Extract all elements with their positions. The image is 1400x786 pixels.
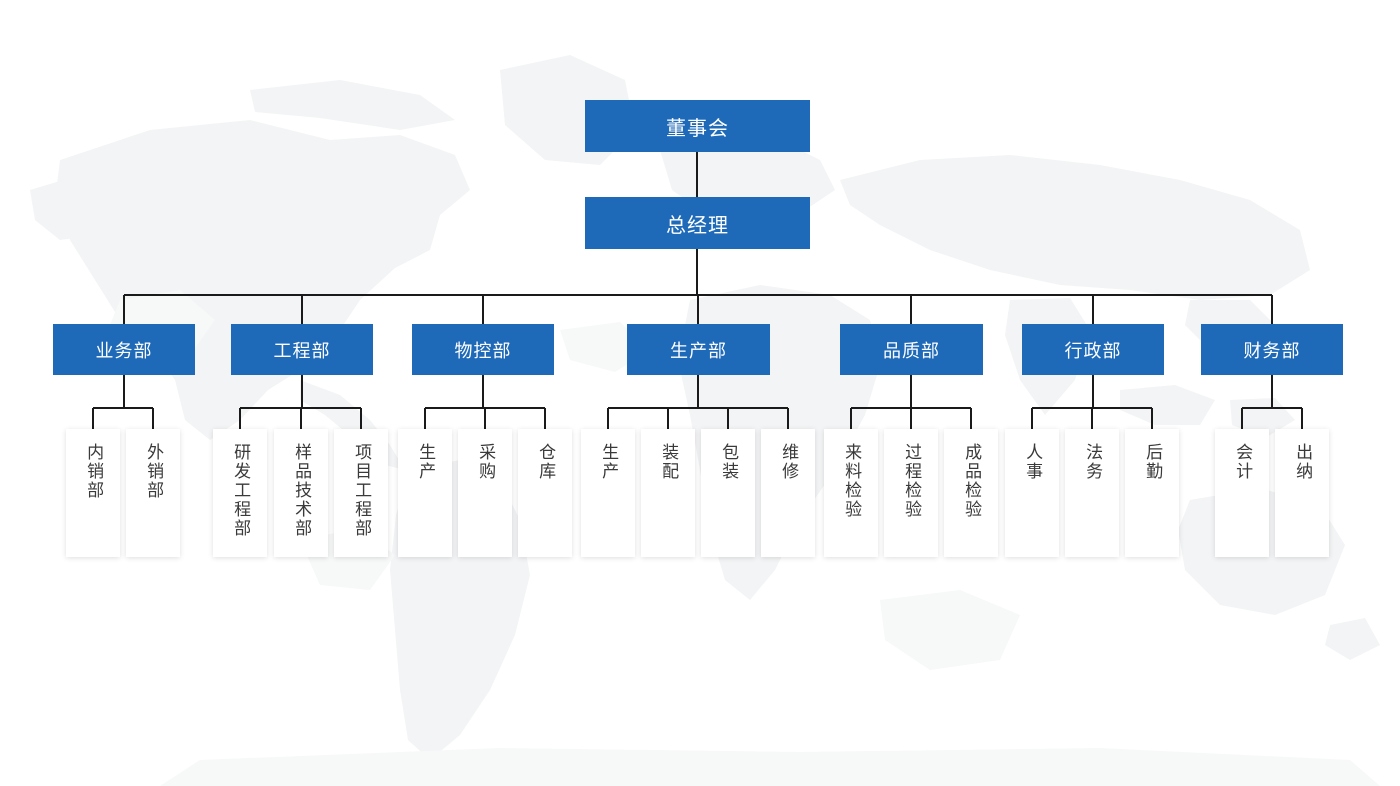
node-sub-finance-accounting[interactable]: 会计 xyxy=(1215,429,1269,557)
node-department-engineering-label: 工程部 xyxy=(273,340,331,361)
node-department-quality[interactable]: 品质部 xyxy=(840,324,983,375)
node-sub-quality-process-label: 过程检验 xyxy=(902,443,922,519)
node-board-label: 董事会 xyxy=(666,117,729,140)
node-sub-mc-purchasing[interactable]: 采购 xyxy=(458,429,512,557)
node-sub-production-maintenance[interactable]: 维修 xyxy=(761,429,815,557)
node-board[interactable]: 董事会 xyxy=(585,100,810,152)
node-department-sales-label: 业务部 xyxy=(95,340,153,361)
node-sub-production-manufacturing-label: 生产 xyxy=(599,443,619,481)
node-sub-mc-production[interactable]: 生产 xyxy=(398,429,452,557)
node-sub-quality-incoming[interactable]: 来料检验 xyxy=(824,429,878,557)
node-sub-engineering-project[interactable]: 项目工程部 xyxy=(334,429,388,557)
node-general-manager-label: 总经理 xyxy=(666,214,729,237)
node-department-sales[interactable]: 业务部 xyxy=(53,324,195,375)
node-general-manager[interactable]: 总经理 xyxy=(585,197,810,249)
node-sub-mc-purchasing-label: 采购 xyxy=(476,443,496,481)
node-sub-admin-legal[interactable]: 法务 xyxy=(1065,429,1119,557)
node-department-quality-label: 品质部 xyxy=(883,340,940,361)
node-sub-admin-hr-label: 人事 xyxy=(1023,443,1043,481)
node-sub-engineering-rd[interactable]: 研发工程部 xyxy=(213,429,267,557)
node-sub-sales-domestic-label: 内销部 xyxy=(84,443,104,500)
node-sub-production-packaging-label: 包装 xyxy=(719,443,739,481)
node-sub-finance-cashier[interactable]: 出纳 xyxy=(1275,429,1329,557)
node-sub-finance-cashier-label: 出纳 xyxy=(1293,443,1313,481)
node-sub-quality-final[interactable]: 成品检验 xyxy=(944,429,998,557)
node-sub-admin-legal-label: 法务 xyxy=(1083,443,1103,481)
node-department-material-control[interactable]: 物控部 xyxy=(412,324,554,375)
node-sub-mc-warehouse-label: 仓库 xyxy=(536,443,556,481)
node-sub-production-assembly-label: 装配 xyxy=(659,443,679,481)
node-sub-production-maintenance-label: 维修 xyxy=(779,443,799,481)
node-sub-admin-logistics-label: 后勤 xyxy=(1143,443,1163,481)
node-sub-production-manufacturing[interactable]: 生产 xyxy=(581,429,635,557)
node-sub-engineering-sample-tech-label: 样品技术部 xyxy=(292,443,312,538)
node-sub-mc-warehouse[interactable]: 仓库 xyxy=(518,429,572,557)
node-department-engineering[interactable]: 工程部 xyxy=(231,324,373,375)
node-sub-quality-final-label: 成品检验 xyxy=(962,443,982,519)
node-sub-production-packaging[interactable]: 包装 xyxy=(701,429,755,557)
node-department-administration-label: 行政部 xyxy=(1064,340,1122,361)
node-department-production-label: 生产部 xyxy=(670,340,727,361)
node-sub-admin-hr[interactable]: 人事 xyxy=(1005,429,1059,557)
node-sub-sales-domestic[interactable]: 内销部 xyxy=(66,429,120,557)
node-sub-finance-accounting-label: 会计 xyxy=(1233,443,1253,481)
node-department-administration[interactable]: 行政部 xyxy=(1022,324,1164,375)
node-sub-mc-production-label: 生产 xyxy=(416,443,436,481)
node-sub-production-assembly[interactable]: 装配 xyxy=(641,429,695,557)
node-department-material-control-label: 物控部 xyxy=(454,340,512,361)
node-sub-sales-export-label: 外销部 xyxy=(144,443,164,500)
node-sub-engineering-project-label: 项目工程部 xyxy=(352,443,372,538)
node-department-finance-label: 财务部 xyxy=(1243,340,1301,361)
node-department-production[interactable]: 生产部 xyxy=(627,324,770,375)
node-sub-quality-process[interactable]: 过程检验 xyxy=(884,429,938,557)
node-sub-engineering-rd-label: 研发工程部 xyxy=(231,443,251,538)
node-sub-quality-incoming-label: 来料检验 xyxy=(842,443,862,519)
node-sub-admin-logistics[interactable]: 后勤 xyxy=(1125,429,1179,557)
node-department-finance[interactable]: 财务部 xyxy=(1201,324,1343,375)
node-sub-engineering-sample-tech[interactable]: 样品技术部 xyxy=(274,429,328,557)
node-sub-sales-export[interactable]: 外销部 xyxy=(126,429,180,557)
